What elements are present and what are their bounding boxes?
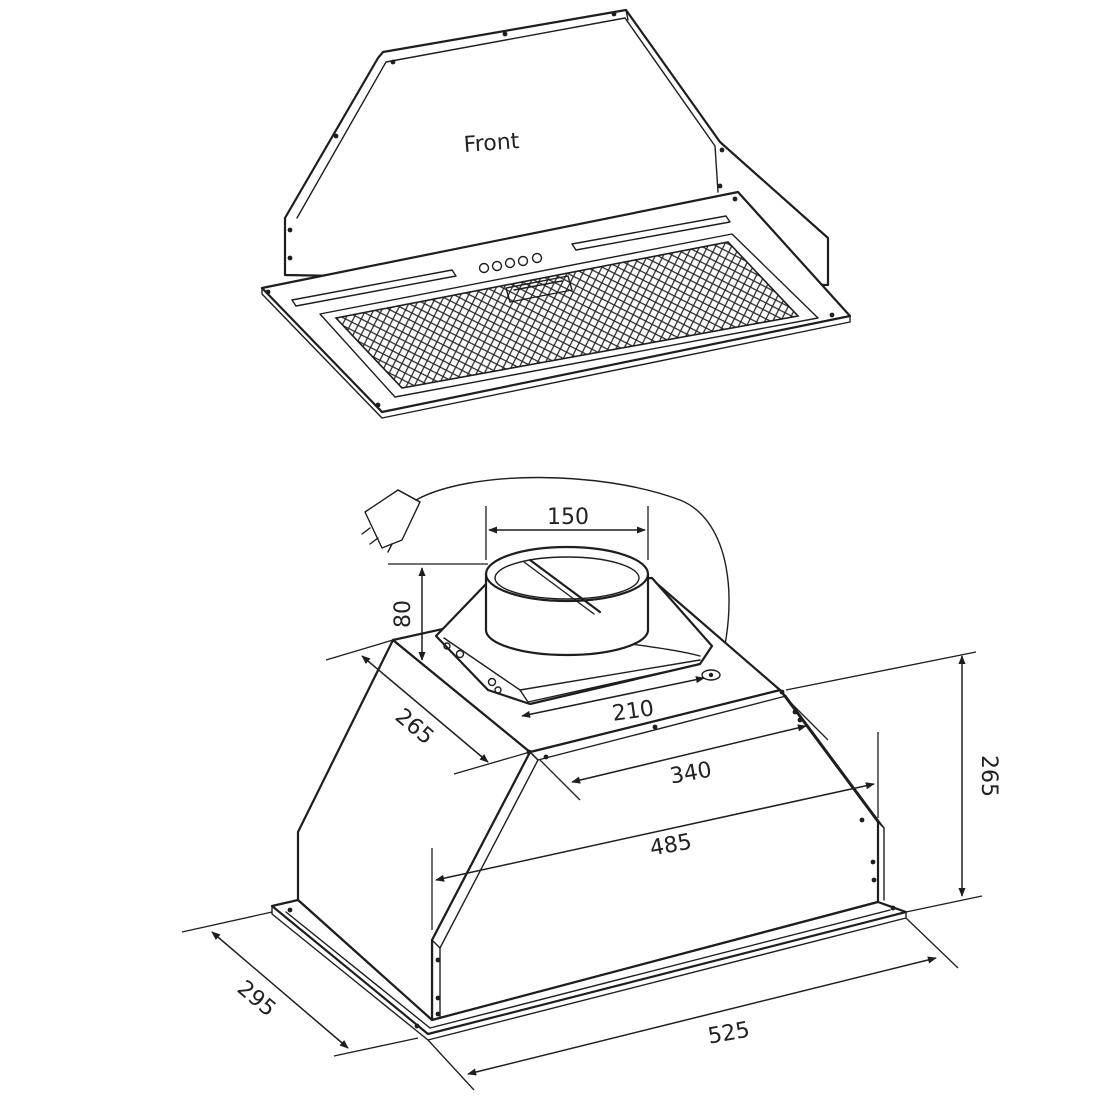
control-buttons	[478, 252, 543, 274]
dimension-body-width: 485	[431, 732, 879, 930]
panel-screws	[265, 11, 835, 408]
dimensioned-hood-view: 150 80 265 210 340 485	[181, 476, 1001, 1091]
top-plate-details	[443, 642, 721, 694]
bottom-flange	[270, 898, 908, 1036]
control-display	[505, 275, 573, 303]
label-overall-width: 525	[706, 1018, 752, 1050]
light-strip-left	[291, 269, 457, 307]
label-outlet-height: 80	[391, 600, 416, 628]
dimension-outlet-base-width: 210	[521, 676, 705, 727]
filter-recess	[319, 233, 819, 398]
power-cord	[415, 476, 730, 675]
rear-panel-inner-edge	[296, 17, 719, 219]
label-flange-depth: 295	[232, 976, 280, 1022]
duct-collar	[484, 545, 650, 657]
label-outlet-base-width: 210	[611, 696, 656, 727]
power-plug	[361, 489, 421, 553]
dimension-overall-width: 525	[427, 917, 959, 1091]
front-label: Front	[463, 129, 521, 158]
front-view-hood: Front	[260, 8, 852, 419]
dimension-outlet-height: 80	[388, 563, 488, 661]
label-overall-height: 265	[976, 755, 1001, 797]
grease-filter	[334, 241, 800, 389]
dimension-overall-height: 265	[785, 651, 1001, 913]
label-duct-diameter: 150	[547, 505, 589, 530]
dimension-duct-diameter: 150	[485, 505, 649, 560]
light-strip-right	[571, 215, 731, 251]
